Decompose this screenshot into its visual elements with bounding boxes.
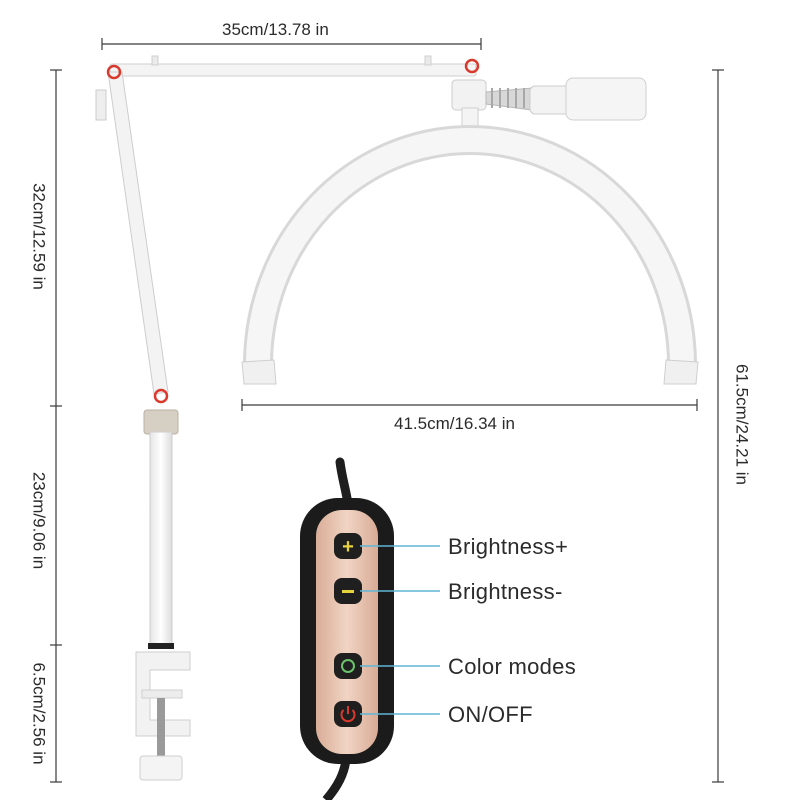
power-icon [340,706,356,723]
dimension-total-height: 61.5cm/24.21 in [732,364,752,485]
dimension-pole: 23cm/9.06 in [29,471,49,570]
joint-marker-icon [153,388,169,404]
joint-marker-icon [464,58,480,74]
minus-icon [342,590,354,593]
dimension-clamp: 6.5cm/2.56 in [29,662,49,765]
button-power[interactable] [334,701,362,727]
dimension-upper-arm: 32cm/12.59 in [29,183,49,290]
button-plus[interactable]: + [334,533,362,559]
dimension-arc-width: 41.5cm/16.34 in [394,414,515,433]
button-minus[interactable] [334,578,362,604]
label-on-off: ON/OFF [448,702,533,727]
button-color-modes[interactable] [334,653,362,679]
label-brightness-plus: Brightness+ [448,534,569,559]
joint-markers [106,58,480,404]
label-color-modes: Color modes [448,654,577,679]
dimension-top-width: 35cm/13.78 in [222,20,329,39]
label-brightness-minus: Brightness- [448,579,563,604]
lamp-stand [95,55,699,781]
color-mode-icon [341,659,355,673]
plus-icon: + [342,536,354,558]
joint-marker-icon [106,64,122,80]
inline-controller: + [300,457,440,800]
dimension-lines [50,38,724,783]
callout-lines [360,545,440,715]
